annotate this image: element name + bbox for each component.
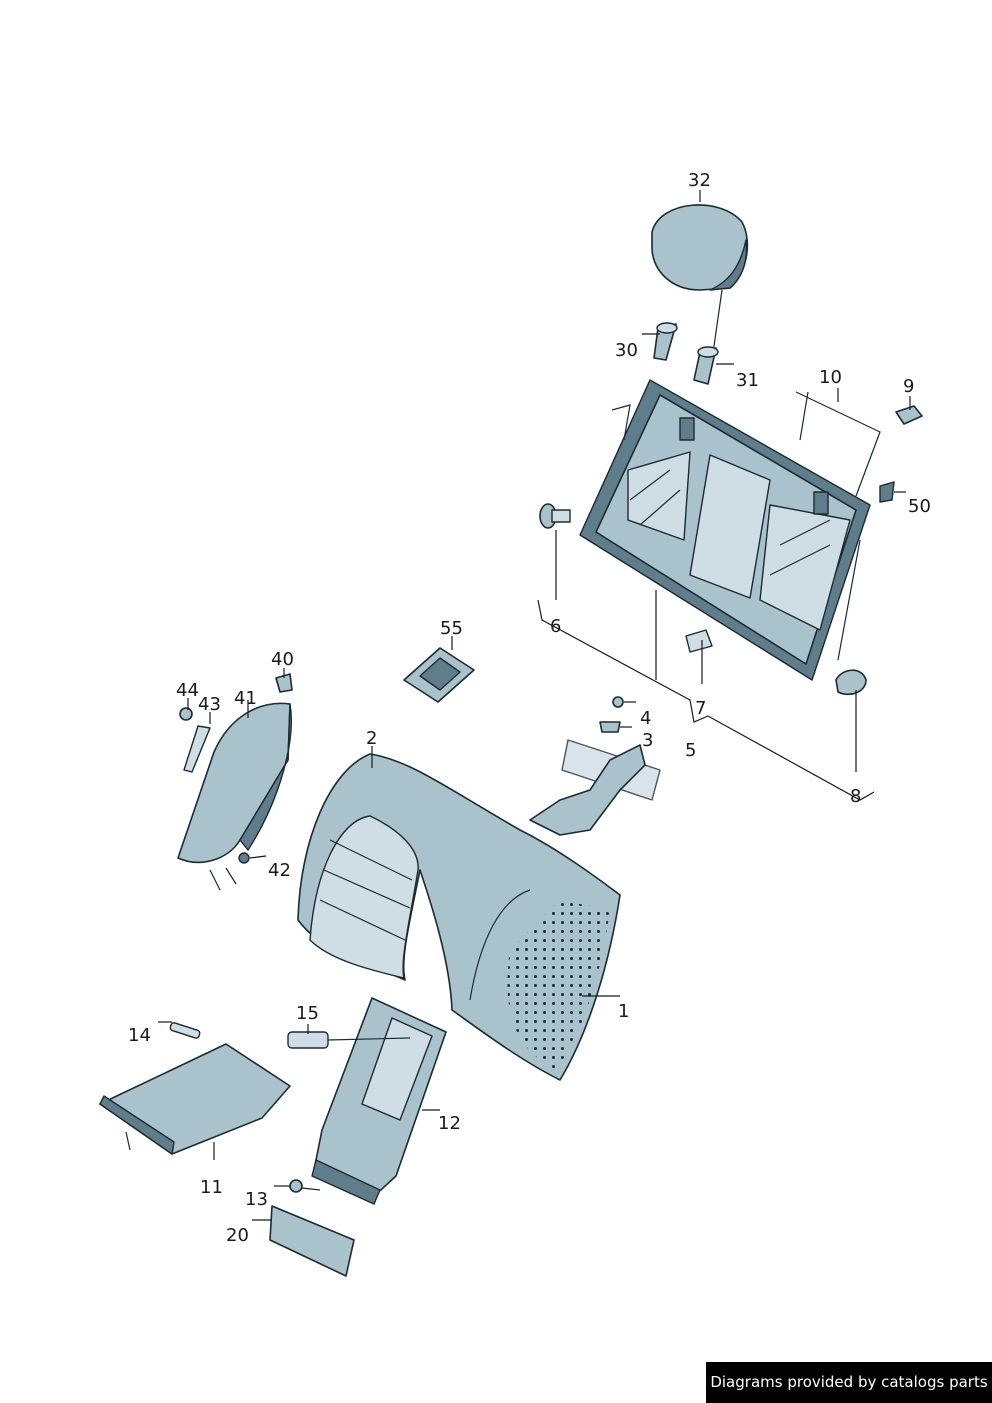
bracket-part-5 [529, 696, 661, 836]
leader-lines [158, 190, 911, 1221]
backrest-frame-part [579, 379, 881, 681]
callout-50: 50 [908, 496, 931, 517]
callout-20: 20 [226, 1225, 249, 1246]
callout-44: 44 [176, 680, 199, 701]
screw-part-13 [289, 1179, 321, 1193]
cover-strip-part-20 [269, 1205, 355, 1277]
lock-part-15 [287, 1031, 411, 1049]
hinge-cover-part-8 [835, 669, 867, 696]
callout-31: 31 [736, 370, 759, 391]
callout-1: 1 [618, 1001, 629, 1022]
clip-part-40 [275, 673, 293, 693]
callout-41: 41 [234, 688, 257, 709]
callout-2: 2 [366, 728, 377, 749]
bolt-part-6 [539, 503, 571, 529]
armrest-lid-part-11 [99, 1043, 291, 1155]
callout-30: 30 [615, 340, 638, 361]
callout-9: 9 [903, 376, 914, 397]
bushing-part-7 [685, 629, 713, 653]
headrest-guide-31 [693, 346, 719, 385]
callout-13: 13 [245, 1189, 268, 1210]
headrest-part [651, 204, 749, 361]
callout-5: 5 [685, 740, 696, 761]
callout-8: 8 [850, 786, 861, 807]
callout-55: 55 [440, 618, 463, 639]
side-trim-part-41 [177, 702, 292, 891]
callout-12: 12 [438, 1113, 461, 1134]
headrest-guide-30 [653, 322, 678, 361]
footer-credit: Diagrams provided by catalogs parts [706, 1362, 992, 1403]
callout-42: 42 [268, 860, 291, 881]
screw-part-44 [179, 707, 193, 721]
callout-40: 40 [271, 649, 294, 670]
callout-labels: 32 30 31 10 9 50 6 7 8 5 4 3 55 40 44 43… [128, 170, 931, 1246]
cap-part-50 [879, 481, 895, 503]
callout-14: 14 [128, 1025, 151, 1046]
callout-32: 32 [688, 170, 711, 191]
latch-part-55 [403, 647, 475, 703]
strip-part-43 [183, 725, 211, 773]
callout-11: 11 [200, 1177, 223, 1198]
clip-part-9 [895, 405, 923, 425]
backrest-cover-part-2 [297, 753, 621, 1081]
pin-part-14 [169, 1022, 201, 1039]
nut-part-42 [238, 852, 250, 864]
callout-6: 6 [550, 616, 561, 637]
callout-4: 4 [640, 708, 651, 729]
callout-10: 10 [819, 367, 842, 388]
callout-43: 43 [198, 694, 221, 715]
callout-3: 3 [642, 730, 653, 751]
callout-7: 7 [695, 698, 706, 719]
callout-15: 15 [296, 1003, 319, 1024]
armrest-housing-part-12 [311, 997, 447, 1205]
